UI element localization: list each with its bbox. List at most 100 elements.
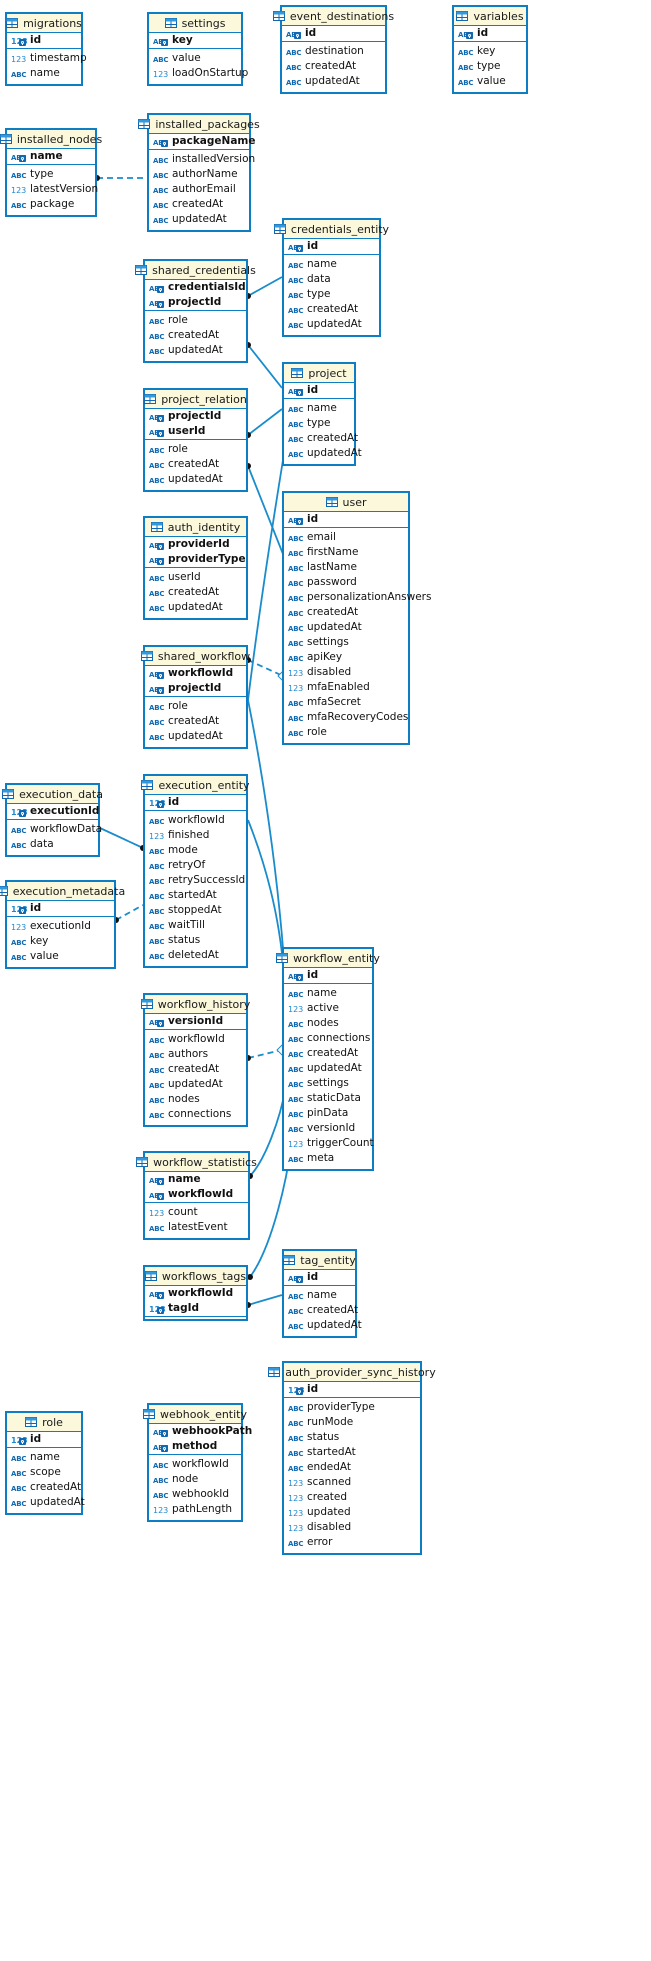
entity-auth_provider_sync_history[interactable]: auth_provider_sync_history123idABCprovid… (268, 1361, 436, 1555)
column-id[interactable]: ABCid (282, 26, 385, 41)
entity-migrations[interactable]: migrations123id123timestampABCname (5, 12, 87, 86)
entity-workflow_entity[interactable]: workflow_entityABCidABCname123activeABCn… (276, 947, 380, 1171)
entity-project[interactable]: projectABCidABCnameABCtypeABCcreatedAtAB… (282, 362, 362, 466)
entity-execution_entity[interactable]: execution_entity123idABCworkflowId123fin… (141, 774, 250, 968)
column-id[interactable]: ABCid (454, 26, 526, 41)
entity-user[interactable]: userABCidABCemailABCfirstNameABClastName… (282, 491, 431, 745)
column-webhookPath[interactable]: ABCwebhookPath (149, 1424, 252, 1439)
column-id[interactable]: 123id (284, 1382, 420, 1397)
entity-shared_workflow[interactable]: shared_workflowABCworkflowIdABCprojectId… (140, 645, 250, 749)
entity-installed_packages[interactable]: installed_packagesABCpackageNameABCinsta… (138, 113, 260, 232)
column-packageName[interactable]: ABCpackageName (149, 134, 255, 149)
column-projectId[interactable]: ABCprojectId (145, 295, 246, 310)
entity-shared_credentials[interactable]: shared_credentialsABCcredentialsIdABCpro… (135, 259, 256, 363)
column-id[interactable]: ABCid (284, 1270, 355, 1285)
entity-credentials_entity[interactable]: credentials_entityABCidABCnameABCdataABC… (273, 218, 389, 337)
entity-execution_metadata[interactable]: execution_metadata123id123executionIdABC… (0, 880, 125, 969)
column-projectId[interactable]: ABCprojectId (145, 681, 246, 696)
entity-installed_nodes[interactable]: installed_nodesABCnameABCtype123latestVe… (0, 128, 102, 217)
column-id[interactable]: ABCid (284, 383, 354, 398)
column-id[interactable]: ABCid (284, 512, 408, 527)
entity-role[interactable]: role123idABCnameABCscopeABCcreatedAtABCu… (5, 1411, 85, 1515)
column-id[interactable]: 123id (145, 795, 246, 810)
column-providerId[interactable]: ABCproviderId (145, 537, 246, 552)
column-projectId[interactable]: ABCprojectId (145, 409, 246, 424)
column-method[interactable]: ABCmethod (149, 1439, 241, 1454)
entity-workflows_tags[interactable]: workflows_tagsABCworkflowId123tagId (143, 1265, 248, 1321)
entity-event_destinations[interactable]: event_destinationsABCidABCdestinationABC… (272, 5, 394, 94)
entity-variables[interactable]: variablesABCidABCkeyABCtypeABCvalue (452, 5, 528, 94)
